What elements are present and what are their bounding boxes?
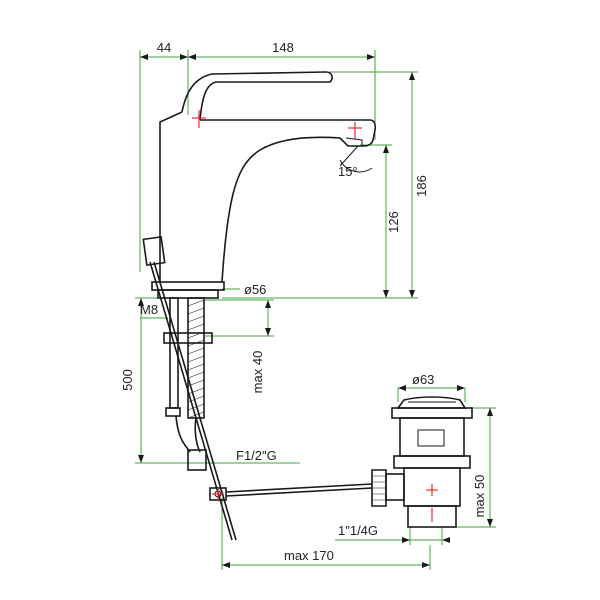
dim-base-diameter: ø56 [244,282,266,297]
dim-thread-rod: M8 [140,302,158,317]
dim-rod-max-length: max 170 [284,548,334,563]
dimension-lines [135,50,496,570]
dim-hose-connection: F1/2"G [236,448,277,463]
dimension-labels: 44 148 186 126 15° ø56 M8 max 40 500 F1/… [120,40,487,563]
popup-waste [371,396,473,528]
faucet-body [142,71,377,299]
dim-hose-length: 500 [120,369,135,391]
dim-waste-max-depth: max 50 [472,475,487,518]
dim-spout-offset: 44 [157,40,171,55]
dim-max-deck-thickness: max 40 [250,351,265,394]
dim-spout-reach: 148 [272,40,294,55]
dim-waste-thread: 1"1/4G [338,523,378,538]
dim-waste-diameter: ø63 [412,372,434,387]
dim-total-height: 186 [414,175,429,197]
under-deck-assembly [149,261,373,541]
dim-aerator-angle: 15° [338,164,358,179]
dimension-arrows [138,54,493,568]
dim-spout-height: 126 [386,211,401,233]
aerator-angle-mark [192,110,373,173]
